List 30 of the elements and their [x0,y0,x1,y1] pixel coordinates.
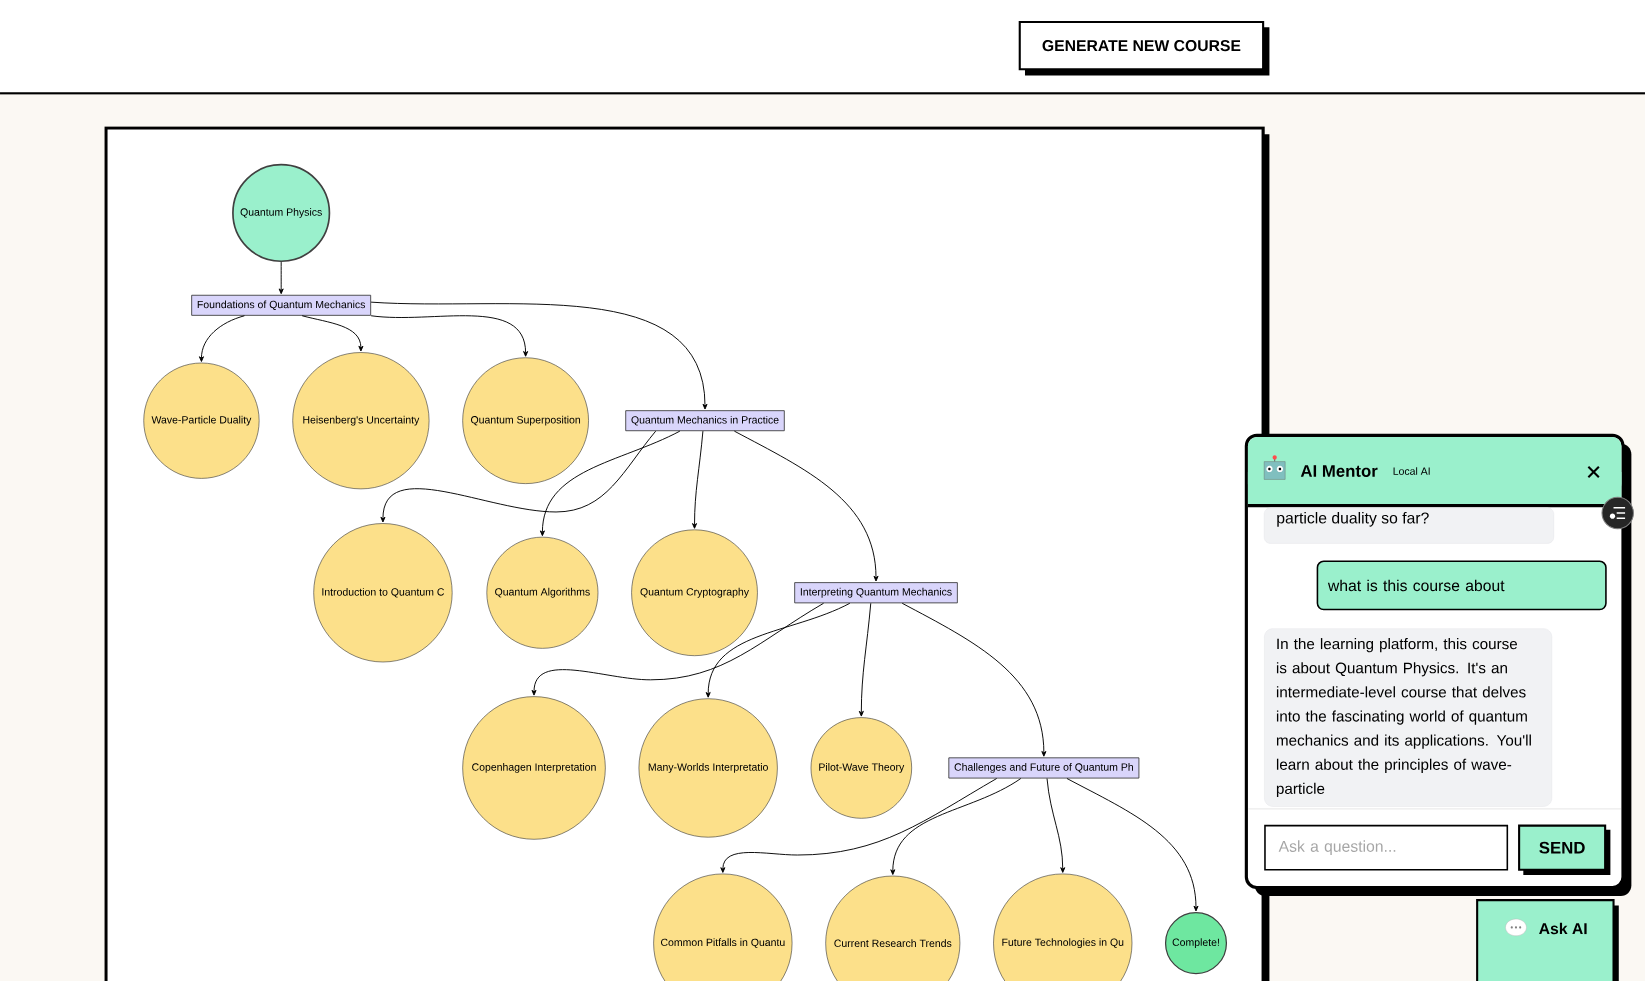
arrow [198,315,245,362]
arrow [733,430,879,582]
arrow [705,602,851,698]
arrow [890,778,1022,875]
mode-label: Local AI [1393,467,1430,475]
arrow [370,315,529,357]
input-field: Ask a question... [1264,824,1509,871]
ask-ai-button: Ask AI [1476,899,1619,981]
arrow [858,602,872,717]
arrow [692,430,704,529]
arrow [1066,778,1199,912]
arrow [539,430,681,537]
arrow [901,602,1047,757]
arrow [531,602,825,696]
chat-message: particle duality so far? [1263,507,1554,544]
module-box: Foundations of Quantum Mechanics [191,294,372,316]
arrow [720,778,998,873]
arrow [1046,778,1066,873]
arrow [380,430,657,523]
module-box: Challenges and Future of Quantum Ph [948,757,1140,779]
module-box: Interpreting Quantum Mechanics [794,582,958,604]
send-button: SEND [1518,824,1611,875]
generate-button: GENERATE NEW COURSE [1018,21,1270,76]
panel-title: AI Mentor [1300,465,1378,477]
user-message: what is this course about [1316,560,1607,611]
arrow [301,315,364,352]
arrow [278,261,284,295]
chat-message: In the learning platform, this course is about Quantum Physics. It's an intermediate-level course that delves into the fascinating world of quantum mechanics and its applications. You'll learn about the principles of wave-particle [1264,628,1553,807]
module-box: Quantum Mechanics in Practice [625,410,785,432]
arrow [370,301,708,410]
